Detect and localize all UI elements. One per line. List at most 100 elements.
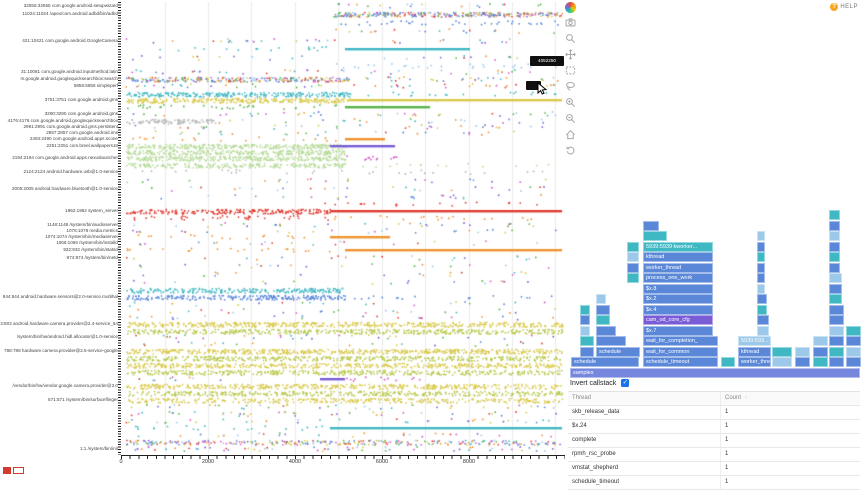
flame-block[interactable] — [757, 252, 765, 262]
flame-block-wait-for-completion-[interactable]: wait_for_completion_ — [643, 336, 718, 346]
flame-block[interactable] — [829, 294, 842, 304]
flame-block[interactable] — [627, 263, 639, 273]
flame-block[interactable] — [596, 336, 626, 346]
flame-block-wait-for-common[interactable]: wait_for_common — [643, 347, 718, 357]
flame-block[interactable] — [846, 326, 861, 336]
flame-block[interactable] — [757, 273, 765, 283]
flame-block--x-4[interactable]: $x.4 — [643, 305, 713, 315]
flame-block[interactable] — [580, 305, 590, 315]
flame-block[interactable] — [829, 347, 844, 357]
thread-row-label: 31:10081 com.google.android.inputmethod.… — [20, 69, 118, 74]
flame-block-schedule-timeout[interactable]: schedule_timeout — [643, 357, 718, 367]
flame-block--x-7[interactable]: $x.7 — [643, 326, 713, 336]
flame-block[interactable] — [829, 336, 844, 346]
flame-block[interactable] — [627, 273, 639, 283]
flame-block[interactable] — [829, 326, 844, 336]
flame-block-schedule[interactable]: schedule — [571, 357, 639, 367]
reset-axes-button[interactable] — [564, 144, 577, 157]
flame-block--x-8[interactable]: $x.8 — [643, 284, 713, 294]
flame-block[interactable] — [795, 347, 810, 357]
flame-block[interactable] — [772, 357, 792, 367]
flame-block[interactable] — [813, 347, 828, 357]
flame-block[interactable] — [627, 252, 639, 262]
flame-block[interactable] — [757, 305, 767, 315]
flame-block[interactable] — [829, 263, 840, 273]
table-header-thread[interactable]: Thread — [572, 395, 592, 401]
flame-block-cam-od-core-cfg[interactable]: cam_od_core_cfg — [643, 315, 713, 325]
thread-row-label: /system/bin/hw/android.hidl.allocator@1.… — [16, 334, 118, 339]
flame-block[interactable] — [846, 336, 861, 346]
sort-arrow-icon: ↑ — [744, 395, 748, 401]
flame-block[interactable] — [721, 357, 735, 367]
y-axis-ticks — [118, 2, 121, 455]
flame-block-worker-thread[interactable]: worker_thread — [738, 357, 771, 367]
flame-block[interactable] — [813, 336, 828, 346]
flame-block[interactable] — [829, 273, 842, 283]
flame-block[interactable] — [643, 231, 667, 241]
flame-block[interactable] — [829, 210, 840, 220]
flame-block[interactable] — [829, 221, 840, 231]
flame-block[interactable] — [795, 357, 810, 367]
zoom-button[interactable] — [564, 32, 577, 45]
flame-block[interactable] — [829, 284, 842, 294]
flame-block-kthread[interactable]: kthread — [738, 347, 771, 357]
timeline-plot[interactable] — [121, 2, 565, 455]
autoscale-button[interactable] — [564, 128, 577, 141]
flame-block[interactable] — [596, 326, 616, 336]
flame-block[interactable] — [580, 336, 594, 346]
flame-block[interactable] — [596, 305, 610, 315]
flame-block[interactable] — [757, 242, 765, 252]
zoom-out-button[interactable] — [564, 112, 577, 125]
flame-block[interactable] — [829, 305, 844, 315]
cell-count: 1 — [720, 434, 860, 447]
flame-block[interactable] — [757, 315, 769, 325]
flame-block[interactable] — [596, 315, 610, 325]
flame-block-process-one-work[interactable]: process_one_work — [643, 273, 713, 283]
flame-block[interactable] — [757, 284, 765, 294]
flame-block-kthread[interactable]: kthread — [643, 252, 713, 262]
flame-block[interactable] — [627, 242, 639, 252]
flame-block-5939-593-[interactable]: 5939:593... — [738, 336, 771, 346]
invert-callstack-checkbox[interactable]: ✓ — [621, 379, 630, 387]
camera-button[interactable] — [564, 16, 577, 29]
flame-block[interactable] — [829, 242, 840, 252]
table-header-count[interactable]: Count ↑ — [720, 392, 860, 405]
flame-block-samples[interactable]: samples — [570, 368, 860, 378]
flame-block--x-2[interactable]: $x.2 — [643, 294, 713, 304]
flame-block[interactable] — [596, 294, 606, 304]
thread-row-label: 2251:2251 com.breel.wallpapers18 — [46, 143, 118, 148]
flame-block[interactable] — [757, 263, 765, 273]
zoom-in-button[interactable] — [564, 96, 577, 109]
flame-block[interactable] — [829, 357, 844, 367]
flame-block-worker-thread[interactable]: worker_thread — [643, 263, 713, 273]
flame-block[interactable] — [829, 315, 844, 325]
help-link[interactable]: ? HELP — [830, 3, 858, 11]
flame-block-schedule[interactable]: schedule — [596, 347, 640, 357]
box-select-button[interactable] — [564, 64, 577, 77]
cell-thread: rpmh_rsc_probe — [572, 451, 616, 457]
flame-block[interactable] — [829, 252, 840, 262]
flame-block[interactable] — [757, 231, 765, 241]
thread-row-label: 571:571 /system/bin/surfaceflinger — [48, 397, 118, 402]
flame-block[interactable] — [772, 347, 792, 357]
flame-block[interactable] — [643, 221, 659, 231]
flame-block[interactable] — [757, 294, 767, 304]
flame-block[interactable] — [580, 315, 590, 325]
flame-block[interactable] — [580, 347, 594, 357]
pan-button[interactable] — [564, 48, 577, 61]
flame-block[interactable] — [580, 326, 590, 336]
flame-block[interactable] — [846, 347, 861, 357]
flame-block[interactable] — [813, 357, 828, 367]
flame-block-5939-5939-kworker-[interactable]: 5939:5939 kworker... — [643, 242, 713, 252]
flame-block[interactable] — [846, 357, 861, 367]
flame-block[interactable] — [829, 231, 840, 241]
flame-block[interactable] — [757, 326, 769, 336]
thread-row-label: 1066:1066 /system/bin/installd — [56, 240, 118, 245]
lasso-select-button[interactable] — [564, 80, 577, 93]
